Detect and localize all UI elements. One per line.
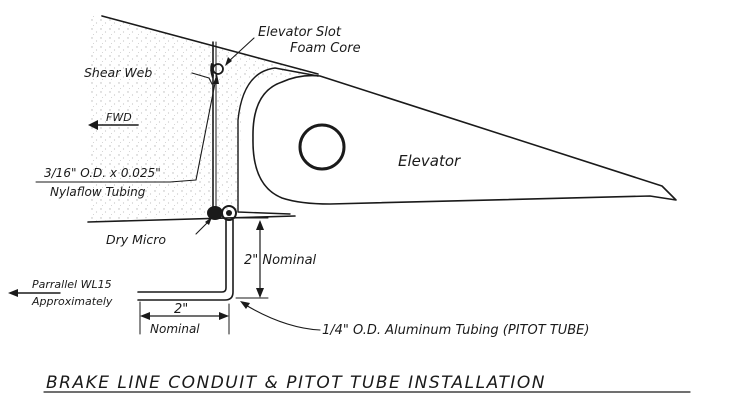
dim-vertical-arrow-bottom xyxy=(256,288,264,298)
dim-vertical-arrow-top xyxy=(256,220,264,230)
leader-shear-web xyxy=(191,72,210,79)
parallel-arrow-head xyxy=(8,289,18,297)
arrow-elevator-slot xyxy=(225,57,232,66)
dim-horizontal-arrow-right xyxy=(219,312,229,320)
diagram-title: BRAKE LINE CONDUIT & PITOT TUBE INSTALLA… xyxy=(46,373,546,393)
dim-horizontal-arrow-left xyxy=(140,312,150,320)
label-tubing-1: 3/16" O.D. x 0.025" xyxy=(44,166,161,180)
stabilizer-lower-skin xyxy=(87,215,296,223)
arrow-tubing xyxy=(213,74,219,84)
label-elevator: Elevator xyxy=(398,152,461,170)
arrow-aluminum-tubing xyxy=(240,301,250,309)
label-tubing-2: Nylaflow Tubing xyxy=(50,185,146,199)
label-nominal-vertical: 2" Nominal xyxy=(244,253,317,268)
label-elevator-slot-2: Foam Core xyxy=(290,41,361,56)
elevator-body xyxy=(252,74,677,205)
label-dry-micro: Dry Micro xyxy=(106,232,166,247)
stabilizer-foam-core xyxy=(88,16,318,222)
label-parallel-2: Approximately xyxy=(31,295,113,308)
leader-aluminum-tubing xyxy=(243,303,321,331)
stabilizer-upper-skin xyxy=(101,15,319,75)
label-parallel-1: Parrallel WL15 xyxy=(32,278,112,291)
label-elevator-slot-1: Elevator Slot xyxy=(258,25,342,40)
elevator-slot xyxy=(237,67,319,215)
label-dim-horizontal: Nominal xyxy=(150,322,200,336)
dry-micro-fill xyxy=(207,206,223,220)
leader-tubing xyxy=(169,77,217,183)
lower-conduit xyxy=(221,205,237,221)
label-aluminum-tubing: 1/4" O.D. Aluminum Tubing (PITOT TUBE) xyxy=(322,323,589,338)
pitot-tube xyxy=(137,219,227,293)
elevator-torque-tube xyxy=(298,123,346,171)
fwd-arrow-head xyxy=(88,120,98,130)
upper-conduit-micro xyxy=(210,63,214,78)
leader-shear-web-tick xyxy=(208,77,213,85)
leader-elevator-slot xyxy=(227,37,255,63)
label-fwd: FWD xyxy=(106,111,132,124)
arrow-dry-micro xyxy=(205,217,212,225)
label-dim-horizontal-value: 2" xyxy=(174,302,188,317)
label-shear-web: Shear Web xyxy=(84,65,152,80)
lower-conduit-bore xyxy=(226,210,232,216)
pitot-tube-inner xyxy=(137,219,234,301)
